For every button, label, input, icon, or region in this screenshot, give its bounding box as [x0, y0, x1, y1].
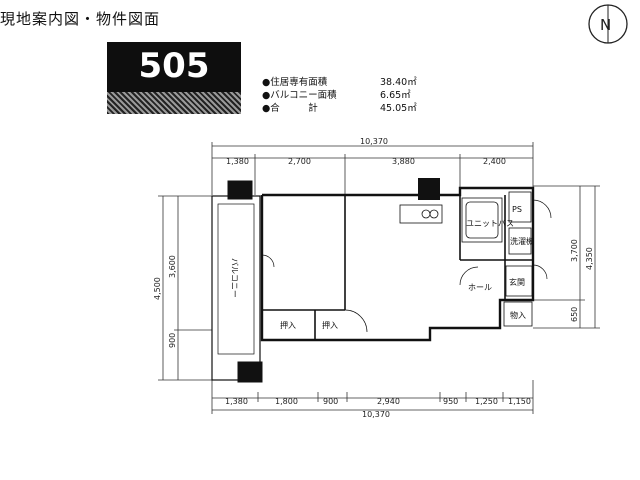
balcony	[211, 180, 263, 383]
room-entrance: 玄関	[509, 277, 525, 287]
unit-walls	[260, 186, 535, 342]
dim-right-3: 4,350	[585, 247, 594, 270]
top-dimensions	[211, 142, 534, 195]
dim-left-3: 900	[168, 333, 177, 348]
storage-box	[503, 301, 533, 327]
dim-top-1: 1,380	[226, 157, 249, 166]
compass-north-label: N	[600, 16, 611, 34]
dim-left-1: 4,500	[153, 277, 162, 300]
area-table: ●住居専有面積 38.40㎡ ●バルコニー面積 6.65㎡ ●合 計 45.05…	[262, 76, 417, 115]
dim-bottom-total: 10,370	[362, 410, 390, 419]
room-hall: ホール	[468, 283, 492, 292]
room-unit-bath: ユニットバス	[466, 219, 514, 228]
ps-box	[508, 191, 532, 223]
room-washing-machine: 洗濯機	[510, 236, 534, 246]
door-swings	[261, 199, 552, 333]
dim-top-3: 3,880	[392, 157, 415, 166]
dim-right-1: 3,700	[570, 239, 579, 262]
interior-walls	[262, 195, 533, 340]
kitchen-duct	[418, 178, 440, 200]
dim-top-2: 2,700	[288, 157, 311, 166]
washer-box	[508, 227, 532, 255]
area-row-living: ●住居専有面積 38.40㎡	[262, 76, 417, 89]
unit-number: 505	[138, 46, 210, 86]
area-label: ●バルコニー面積	[262, 90, 337, 101]
dim-bottom-1: 1,380	[225, 397, 248, 406]
bottom-dimensions	[211, 380, 534, 414]
kitchen	[399, 204, 443, 224]
area-row-balcony: ●バルコニー面積 6.65㎡	[262, 89, 417, 102]
dim-bottom-2: 1,800	[275, 397, 298, 406]
left-dimensions	[158, 195, 212, 381]
room-closet-2: 押入	[322, 320, 338, 330]
area-value: 45.05㎡	[380, 103, 417, 114]
dim-right-2: 650	[570, 307, 579, 322]
unit-bath	[461, 197, 503, 243]
dim-bottom-7: 1,150	[508, 397, 531, 406]
unit-number-box: 505	[107, 42, 241, 92]
area-value: 38.40㎡	[380, 77, 417, 88]
room-balcony: バルコニー	[230, 258, 239, 298]
dim-bottom-4: 2,940	[377, 397, 400, 406]
decorative-strip	[107, 92, 241, 114]
entrance-box	[505, 265, 533, 297]
dim-top-4: 2,400	[483, 157, 506, 166]
dim-top-total: 10,370	[360, 137, 388, 146]
area-row-total: ●合 計 45.05㎡	[262, 102, 417, 115]
area-label: ●合 計	[262, 103, 318, 114]
dim-bottom-5: 950	[443, 397, 458, 406]
compass-icon: N	[588, 4, 628, 44]
page-title: 現地案内図・物件図面	[0, 10, 161, 28]
area-value: 6.65㎡	[380, 90, 411, 101]
dim-bottom-3: 900	[323, 397, 338, 406]
dim-left-2: 3,600	[168, 255, 177, 278]
area-label: ●住居専有面積	[262, 77, 328, 88]
right-dimensions	[533, 185, 600, 329]
room-ps: PS	[512, 205, 522, 214]
room-storage: 物入	[510, 310, 526, 320]
room-closet-1: 押入	[280, 320, 296, 330]
dim-bottom-6: 1,250	[475, 397, 498, 406]
